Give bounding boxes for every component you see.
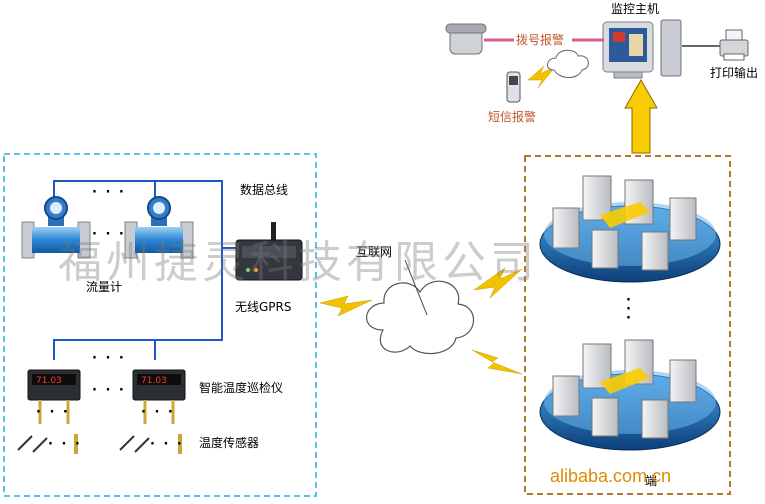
sms-alarm-label: 短信报警 <box>488 110 537 124</box>
temp-inspector-label: 智能温度巡检仪 <box>199 381 284 395</box>
sms-cloud <box>547 49 589 78</box>
footer-site: alibaba.com.cn <box>550 466 672 486</box>
temp-inspector-1 <box>27 369 81 424</box>
meter-display-2: 71.03 <box>141 376 167 386</box>
server-cluster-2 <box>539 339 721 451</box>
host-label: 监控主机 <box>611 2 660 16</box>
flow-meter-label: 流量计 <box>86 280 123 294</box>
dots-sensor-2: · · · <box>150 437 184 452</box>
print-output-label: 打印输出 <box>710 66 759 80</box>
meter-display-1: 71.03 <box>36 376 62 386</box>
temp-inspector-2 <box>132 369 186 424</box>
dots-inspector-top: · · · <box>92 351 126 366</box>
dots-meter-mid: · · · <box>92 227 126 242</box>
telephone <box>445 23 487 55</box>
mobile-phone <box>506 71 521 103</box>
dots-sensor-1: · · · <box>48 437 82 452</box>
server-cluster-frame <box>524 155 731 495</box>
internet-cloud <box>366 259 475 355</box>
gprs-module <box>235 222 303 281</box>
dots-probe-1: · · · <box>36 405 70 420</box>
client-label: 端 <box>645 474 658 488</box>
temp-sensor-label: 温度传感器 <box>199 436 260 450</box>
flow-meter-1 <box>21 196 91 259</box>
wireless-gprs-label: 无线GPRS <box>235 300 292 314</box>
temp-sensor-tips <box>74 434 182 454</box>
dots-inspector-mid: · · · <box>92 383 126 398</box>
internet-label: 互联网 <box>356 245 393 259</box>
field-devices-frame <box>3 153 317 497</box>
upload-arrow <box>624 78 658 154</box>
company-watermark: 福州捷灵科技有限公司 <box>58 237 538 288</box>
dial-alarm-label: 拨号报警 <box>516 33 565 47</box>
server-cluster-1 <box>539 175 721 283</box>
data-bus-label: 数据总线 <box>240 183 289 197</box>
dots-cluster-vertical: · · · <box>626 293 631 326</box>
wireless-links <box>319 65 557 375</box>
flow-meter-2 <box>124 196 194 259</box>
host-computer <box>602 19 682 79</box>
printer <box>719 29 749 61</box>
dots-meter-top: · · · <box>92 185 126 200</box>
dots-probe-2: · · · <box>141 405 175 420</box>
temp-sensors <box>17 435 150 453</box>
